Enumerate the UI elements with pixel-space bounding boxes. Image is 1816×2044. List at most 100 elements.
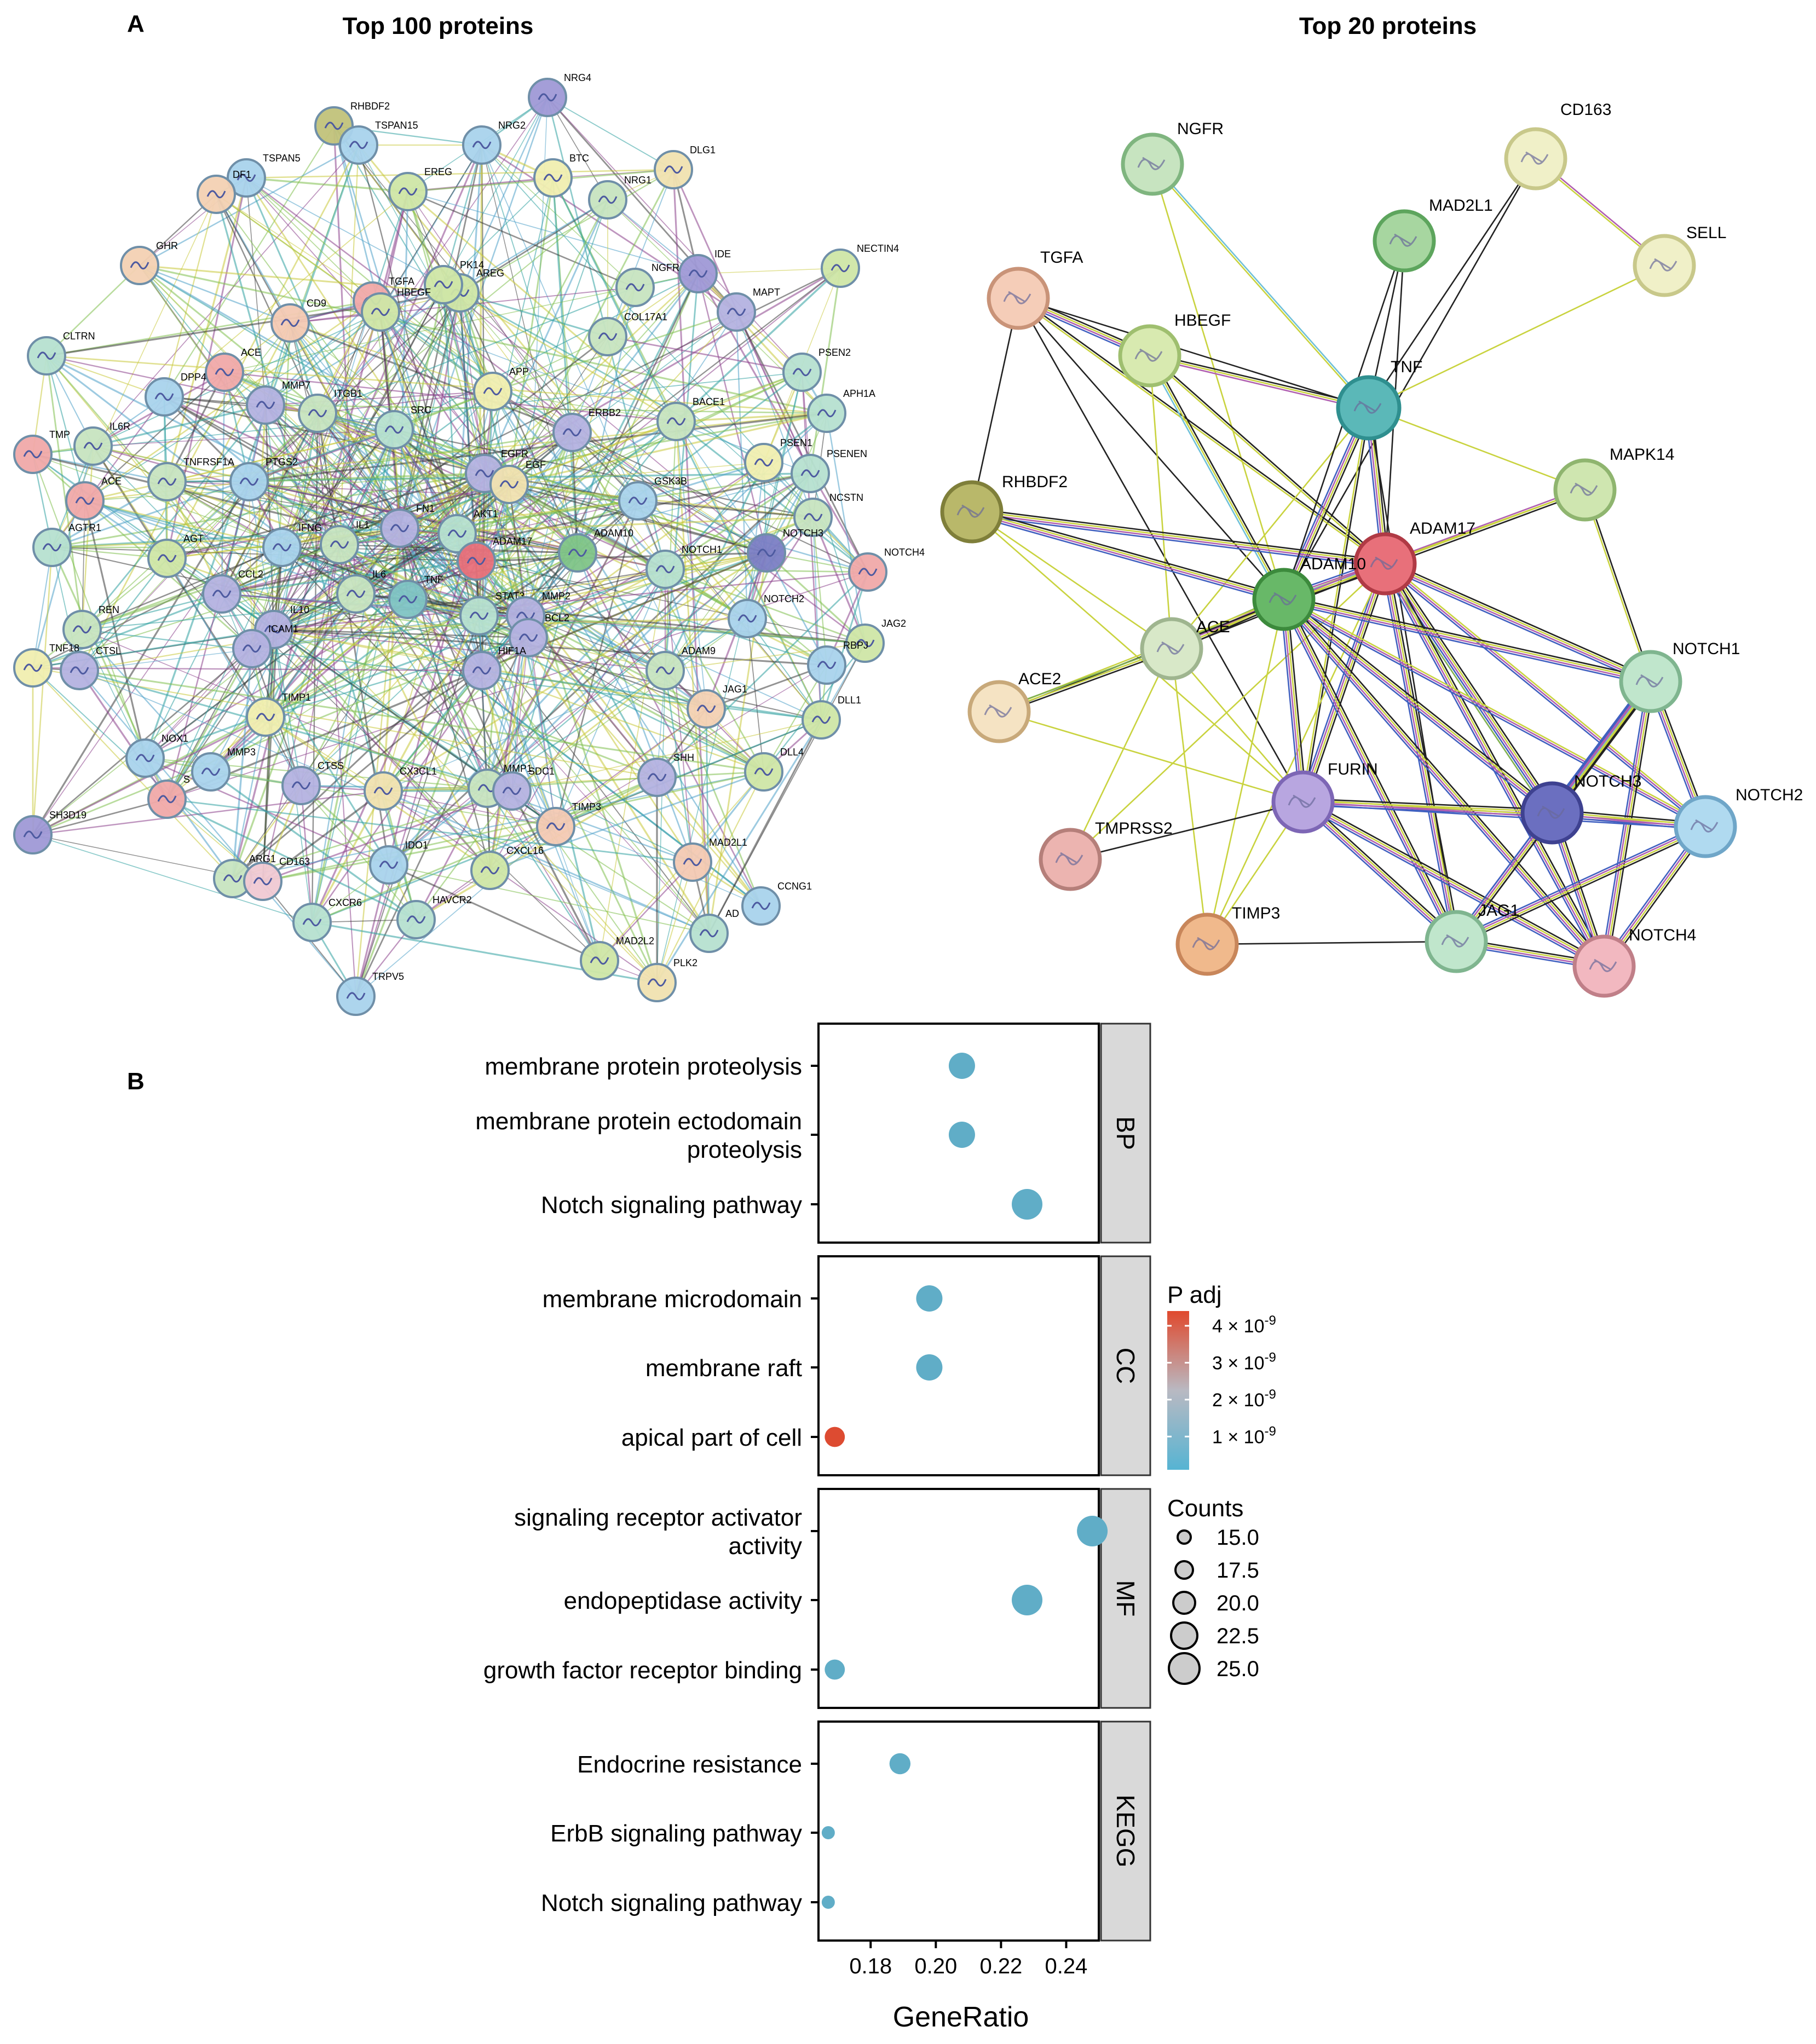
protein-structure-icon <box>803 513 823 522</box>
network-edge <box>1388 561 1556 811</box>
network-edge <box>1282 407 1369 599</box>
network-edge <box>84 500 146 759</box>
network-edge <box>1305 799 1459 940</box>
network-edge <box>355 593 866 644</box>
node-label: PTGS2 <box>266 457 298 467</box>
network-node: NRG1 <box>588 175 652 220</box>
node-label: MMP2 <box>542 591 570 602</box>
network-edge <box>1300 804 1455 945</box>
network-edge <box>232 648 253 879</box>
network-edge <box>1171 648 1208 945</box>
node-label: MAD2L1 <box>1429 197 1493 215</box>
data-point <box>948 1122 975 1148</box>
network-node: TSPAN5 <box>227 153 301 198</box>
node-label: NOTCH1 <box>1673 640 1740 658</box>
network-edge <box>51 412 827 548</box>
network-node: MAPK14 <box>1553 446 1674 522</box>
facet-strip <box>1100 1023 1151 1244</box>
network-node: ADAM10 <box>558 528 633 573</box>
network-edge <box>763 665 827 772</box>
node-label: NOTCH3 <box>783 528 823 539</box>
node-label: MAD2L2 <box>616 936 654 946</box>
network-node: MAD2L1 <box>1373 197 1493 273</box>
protein-structure-icon <box>472 666 492 675</box>
network-edge <box>163 396 250 483</box>
network-edge <box>1381 565 1549 816</box>
protein-structure-icon <box>70 666 89 675</box>
network-edge <box>656 862 693 983</box>
protein-structure-icon <box>647 773 667 782</box>
protein-structure-icon <box>699 929 719 938</box>
protein-structure-icon <box>135 754 155 763</box>
network-edge <box>232 717 267 879</box>
network-edge <box>492 390 666 570</box>
network-edge <box>457 533 578 554</box>
node-label: ADAM17 <box>1410 519 1475 538</box>
network-edge <box>1284 597 1651 682</box>
node-label: PSEN2 <box>818 347 851 358</box>
protein-structure-icon <box>242 644 262 653</box>
network-edge <box>1386 561 1708 825</box>
node-label: ADAM10 <box>594 528 633 539</box>
network-edge <box>972 510 1284 599</box>
node-label: SRC <box>411 405 431 415</box>
protein-structure-icon <box>502 787 522 795</box>
network-edge <box>747 618 764 772</box>
term-label: membrane protein proteolysis <box>485 1053 802 1080</box>
network-node: MMP3 <box>191 747 256 792</box>
facet-strip-label: KEGG <box>1111 1795 1140 1868</box>
network-edge <box>1385 562 1652 682</box>
protein-structure-icon <box>130 261 149 270</box>
node-label: NOTCH4 <box>1629 926 1696 944</box>
protein-structure-icon <box>253 877 273 886</box>
network-edge <box>664 670 762 906</box>
protein-structure-icon <box>23 663 43 672</box>
protein-structure-icon <box>212 590 232 598</box>
node-label: NCSTN <box>829 492 863 503</box>
network-edge <box>1368 264 1665 409</box>
node-label: DLL4 <box>780 747 804 758</box>
protein-structure-icon <box>757 548 776 557</box>
network-edge <box>572 432 767 553</box>
term-label: Notch signaling pathway <box>541 1192 802 1219</box>
network-node: NOTCH3 <box>747 528 823 573</box>
network-edge <box>1385 491 1586 567</box>
network-edge <box>355 429 395 594</box>
network-edge <box>32 533 458 669</box>
network-edge <box>664 552 768 671</box>
network-edge <box>1384 487 1585 563</box>
network-nodes: NGFRCD163MAD2L1SELLTGFAHBEGFTNFMAPK14RHB… <box>940 101 1803 998</box>
network-edge <box>93 404 266 447</box>
protein-structure-icon <box>1570 482 1598 496</box>
protein-structure-icon <box>42 543 62 552</box>
network-edge <box>1070 801 1304 861</box>
network-edge <box>665 516 814 570</box>
network-node: NOTCH2 <box>1674 786 1803 858</box>
network-node: NOX1 <box>125 733 188 778</box>
node-label: ACE <box>1196 618 1230 636</box>
network-edge <box>511 669 666 792</box>
node-label: NOTCH1 <box>682 544 722 555</box>
network-node: TGFA <box>987 249 1083 330</box>
network-node: EGF <box>489 459 546 504</box>
protein-structure-icon <box>655 666 675 675</box>
protein-structure-icon <box>1055 852 1083 865</box>
protein-structure-icon <box>647 978 667 987</box>
protein-structure-icon <box>1134 348 1163 362</box>
protein-structure-icon <box>754 458 774 467</box>
network-edge <box>166 472 486 800</box>
network-edge <box>481 669 822 721</box>
network-node: NOTCH3 <box>1520 772 1641 845</box>
term-label: membrane protein ectodomain <box>475 1108 802 1135</box>
protein-structure-icon <box>1649 258 1677 272</box>
network-edge <box>301 615 480 786</box>
network-edge <box>32 547 53 668</box>
network-edge <box>1280 601 1454 944</box>
network-edge <box>443 97 548 285</box>
network-node: IFNG <box>262 522 322 567</box>
protein-structure-icon <box>83 442 103 451</box>
protein-structure-icon <box>264 625 284 634</box>
network-node: PSEN1 <box>744 437 812 482</box>
